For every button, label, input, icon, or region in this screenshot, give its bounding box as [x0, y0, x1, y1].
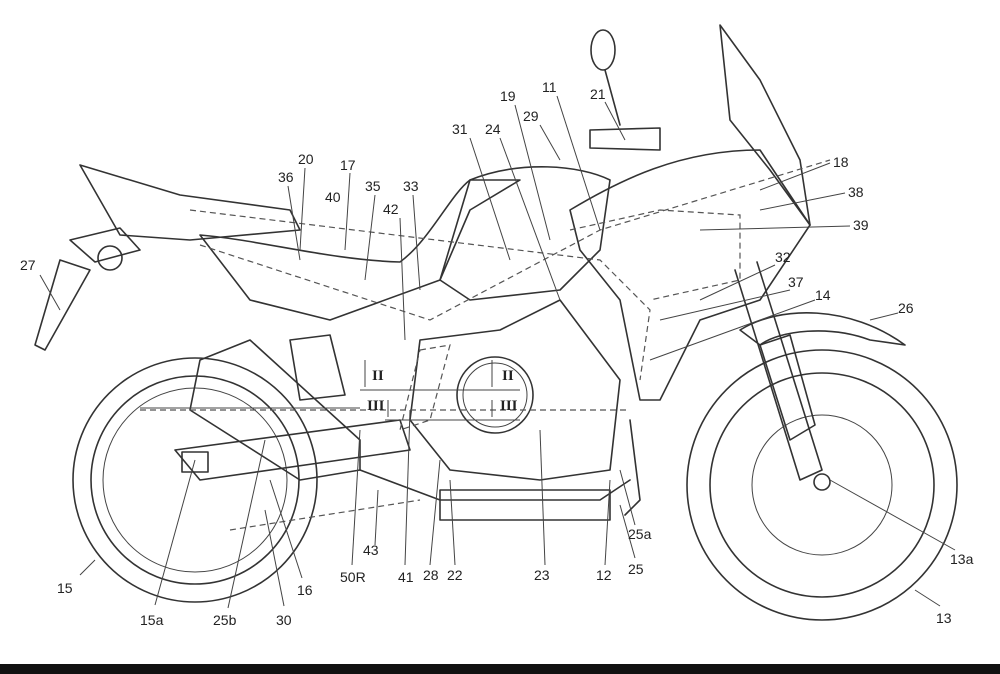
ref-label-25b: 25b: [213, 612, 237, 628]
windscreen: [719, 24, 811, 226]
ref-label-16: 16: [297, 582, 313, 598]
ref-label-50R: 50R: [340, 569, 366, 585]
license-plate-bracket: [34, 259, 91, 351]
ref-label-40: 40: [325, 189, 341, 205]
handlebar: [589, 127, 661, 151]
ref-label-15a: 15a: [140, 612, 164, 628]
section-mark-iii-left: III: [367, 398, 385, 414]
ref-label-26: 26: [898, 300, 914, 316]
ref-label-25a: 25a: [628, 526, 652, 542]
ref-label-25: 25: [628, 561, 644, 577]
ref-label-18: 18: [833, 154, 849, 170]
ref-label-13a: 13a: [950, 551, 974, 567]
ref-label-36: 36: [278, 169, 294, 185]
ref-label-19: 19: [500, 88, 516, 104]
ref-label-20: 20: [298, 151, 314, 167]
ref-label-21: 21: [590, 86, 606, 102]
fuel-tank: [439, 166, 611, 301]
exhaust-pipe: [359, 469, 631, 501]
ref-label-15: 15: [57, 580, 73, 596]
mirror: [590, 29, 616, 71]
rear-axle-icon: [181, 451, 209, 473]
front-fairing: [569, 149, 811, 401]
ref-label-27: 27: [20, 257, 36, 273]
tail-section: [79, 164, 301, 241]
section-mark-ii-right: II: [502, 368, 514, 384]
ref-label-38: 38: [848, 184, 864, 200]
ref-label-12: 12: [596, 567, 612, 583]
ref-label-39: 39: [853, 217, 869, 233]
ref-label-42: 42: [383, 201, 399, 217]
ref-label-28: 28: [423, 567, 439, 583]
rear-wheel: [72, 357, 318, 603]
section-mark-iii-right: III: [500, 398, 518, 414]
front-wheel: [686, 349, 958, 621]
engine: [409, 299, 621, 481]
ref-label-22: 22: [447, 567, 463, 583]
bottom-border-bar: [0, 664, 1000, 674]
section-mark-ii-left: II: [372, 368, 384, 384]
ref-label-14: 14: [815, 287, 831, 303]
front-fork: [734, 261, 823, 481]
ref-label-30: 30: [276, 612, 292, 628]
ref-label-33: 33: [403, 178, 419, 194]
ref-label-11: 11: [542, 79, 557, 95]
ref-label-24: 24: [485, 121, 501, 137]
ref-label-23: 23: [534, 567, 550, 583]
front-fender: [739, 312, 906, 346]
ref-label-13: 13: [936, 610, 952, 626]
ref-label-37: 37: [788, 274, 804, 290]
swingarm: [174, 419, 411, 481]
ref-label-17: 17: [340, 157, 356, 173]
ref-label-35: 35: [365, 178, 381, 194]
ref-label-29: 29: [523, 108, 539, 124]
ref-label-31: 31: [452, 121, 468, 137]
ref-label-41: 41: [398, 569, 414, 585]
ref-label-43: 43: [363, 542, 379, 558]
ref-label-32: 32: [775, 249, 791, 265]
